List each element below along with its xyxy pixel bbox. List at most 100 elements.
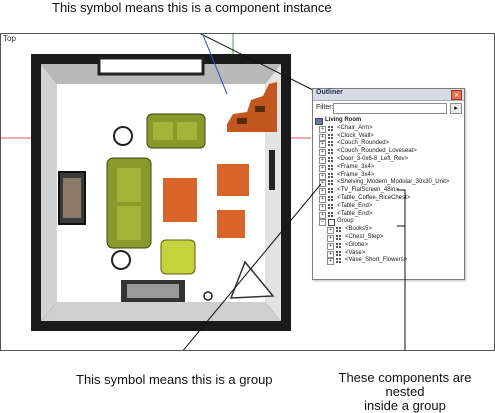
component-icon <box>328 203 333 209</box>
component-icon <box>336 234 341 240</box>
expand-icon[interactable]: + <box>327 258 334 266</box>
component-icon <box>328 195 333 201</box>
component-icon <box>328 172 333 178</box>
tree-root[interactable]: Living Room <box>315 117 461 125</box>
rug-inner <box>127 284 179 298</box>
tree-child-label: <Globe> <box>345 241 369 248</box>
callout-nested-line2: inside a group <box>364 398 446 413</box>
expand-icon[interactable]: + <box>319 133 326 141</box>
component-icon <box>328 211 333 217</box>
tree-item[interactable]: +<Table_End> <box>315 211 461 219</box>
chest-right-1 <box>217 164 249 196</box>
arm-chair <box>160 239 196 275</box>
callout-nested-line1: These components are nested <box>338 370 472 399</box>
tree-item-label: <TV_FlatScreen_48in> <box>337 187 399 194</box>
tree-item-label: <Table_Coffee_RiceChest> <box>337 194 411 201</box>
tree-item[interactable]: +<TV_FlatScreen_48in> <box>315 187 461 196</box>
tree-child-label: <Vase> <box>345 249 366 256</box>
lamp-top <box>113 126 133 146</box>
loveseat-cushion-1 <box>153 122 173 140</box>
tree-child-item[interactable]: + <Vase> <box>315 250 461 258</box>
tree-item[interactable]: +<Table_Coffee_RiceChest> <box>315 195 461 203</box>
couch-cushion-1 <box>117 168 141 202</box>
callout-group: This symbol means this is a group <box>76 372 273 387</box>
outliner-titlebar[interactable]: Outliner × <box>313 89 464 101</box>
tree-item-label: <Frame_3x4> <box>337 163 375 170</box>
outliner-panel: Outliner × Filter: ▸ Living Room + <Chair… <box>312 88 465 280</box>
lamp-bottom <box>111 250 131 270</box>
expand-icon[interactable]: + <box>319 149 326 157</box>
tree-item[interactable]: + <Frame_3x4> <box>315 164 461 172</box>
expand-icon[interactable]: + <box>319 141 326 149</box>
component-icon <box>328 180 333 186</box>
filter-label: Filter: <box>316 104 334 111</box>
expand-icon[interactable]: + <box>327 234 334 242</box>
window-top <box>97 56 205 76</box>
component-icon <box>328 125 333 131</box>
component-icon <box>336 258 341 264</box>
tree-item[interactable]: + <Frame_3x4> <box>315 172 461 180</box>
expand-icon[interactable]: + <box>327 227 334 235</box>
tree-item[interactable]: +<Door_3-0x6-8_Left_Rev> <box>315 156 461 164</box>
filter-row: Filter: ▸ <box>316 103 462 114</box>
component-icon <box>328 141 333 147</box>
model-icon <box>315 118 323 125</box>
tree-root-label: Living Room <box>325 117 362 123</box>
callout-nested: These components are nested inside a gro… <box>330 371 480 413</box>
couch-cushion-2 <box>117 206 141 240</box>
shelf-items <box>237 118 247 124</box>
loveseat-cushion-2 <box>177 122 197 140</box>
tree-item[interactable]: +<Shelving_Modern_Modular_30x30_Unit> <box>315 179 461 188</box>
filter-options-icon[interactable]: ▸ <box>450 103 462 114</box>
tree-item-label: <Chair_Arm> <box>337 124 373 131</box>
tree-item-label: <Frame_3x4> <box>337 171 375 178</box>
tree-item-label: <Table_End> <box>337 210 373 217</box>
shelf-items-2 <box>255 106 265 112</box>
tree-child-label: <Chest_Step> <box>345 233 384 240</box>
component-icon <box>328 149 333 155</box>
tree-item-label: <Table_End> <box>337 202 373 209</box>
tree-items: + <Chair_Arm> + <Clock_Wall> + <Couch_Rounded… <box>315 125 461 219</box>
tree-item[interactable]: + <Chair_Arm> <box>315 125 461 133</box>
expand-icon[interactable]: + <box>327 250 334 258</box>
component-icon <box>328 156 333 162</box>
coffee-table <box>163 178 197 222</box>
expand-icon[interactable]: + <box>319 164 326 172</box>
tree-item-label: <Clock_Wall> <box>337 132 374 139</box>
tree-child-item[interactable]: + <Chest_Step> <box>315 234 461 242</box>
expand-icon[interactable]: + <box>319 172 326 180</box>
tree-item-label: <Couch_Rounded_Loveseat> <box>337 148 417 155</box>
tree-item-label: <Shelving_Modern_Modular_30x30_Unit> <box>337 179 450 186</box>
chest-right-2 <box>217 210 245 238</box>
group-icon <box>328 219 335 227</box>
tree-child-item[interactable]: + <Globe> <box>315 242 461 250</box>
sketchup-viewport[interactable]: Top <box>0 33 495 351</box>
component-icon <box>336 242 341 248</box>
callout-component-instance: This symbol means this is a component in… <box>52 0 332 15</box>
tree-item[interactable]: + <Clock_Wall> <box>315 133 461 141</box>
tree-group-children: +<Books5>+<Chest_Step>+<Globe>+<Vase>+<V… <box>315 226 461 266</box>
outliner-title: Outliner <box>316 89 343 96</box>
tree-group-label: Group <box>337 218 354 225</box>
tree-item[interactable]: + <Couch_Rounded_Loveseat> <box>315 148 461 157</box>
component-icon <box>328 164 333 170</box>
outliner-tree: Living Room + <Chair_Arm> + <Clock_Wall> + <C… <box>315 117 461 266</box>
blue-axis <box>202 34 228 95</box>
tree-item[interactable]: +<Table_End> <box>315 203 461 211</box>
tree-child-item[interactable]: + <Vase_Short_Flowers> <box>315 257 461 266</box>
close-icon[interactable]: × <box>451 90 462 100</box>
filter-input[interactable] <box>333 103 447 114</box>
expand-icon[interactable]: + <box>319 156 326 164</box>
tree-child-item[interactable]: +<Books5> <box>315 226 461 235</box>
clock <box>203 291 213 301</box>
frame-picture <box>63 178 81 218</box>
expand-icon[interactable]: + <box>319 125 326 133</box>
tree-item[interactable]: + <Couch_Rounded> <box>315 140 461 149</box>
component-icon <box>336 227 341 233</box>
expand-icon[interactable]: + <box>327 242 334 250</box>
wall-left <box>41 64 57 321</box>
tree-item-label: <Couch_Rounded> <box>337 140 390 147</box>
view-label: Top <box>3 34 16 43</box>
tree-child-label: <Vase_Short_Flowers> <box>345 257 408 264</box>
tree-group[interactable]: − Group <box>315 218 461 227</box>
